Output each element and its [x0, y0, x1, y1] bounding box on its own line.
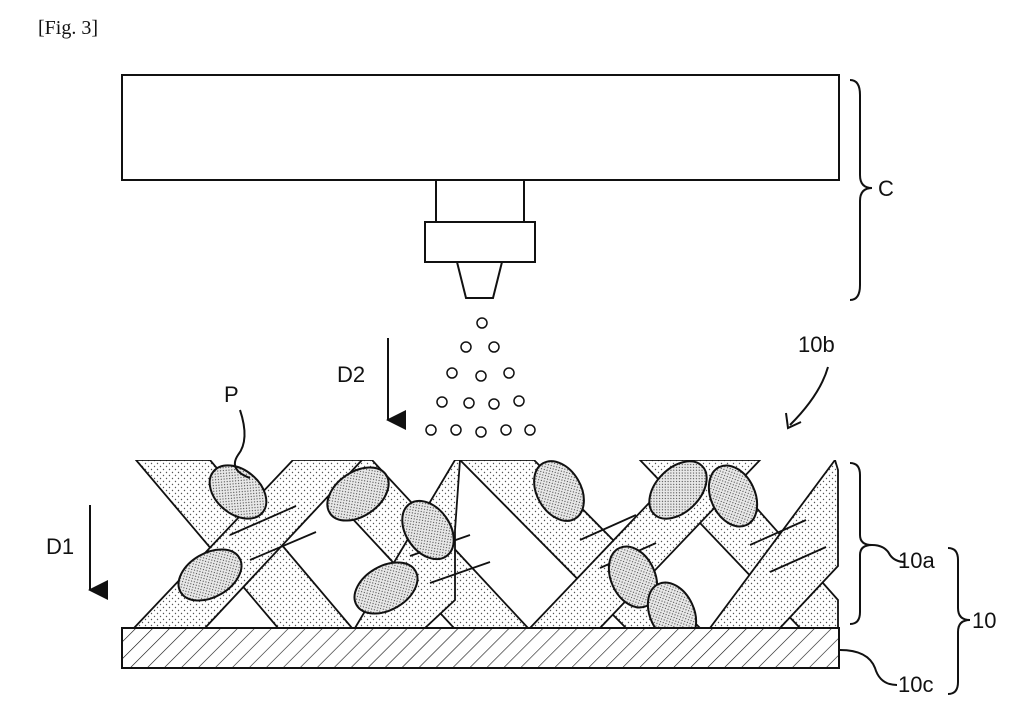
substrate-leader — [840, 650, 897, 685]
particle-label: P — [224, 382, 239, 407]
porous-layer-label: 10a — [898, 548, 935, 573]
substrate-label: 10c — [898, 672, 933, 697]
surface-label: 10b — [798, 332, 835, 357]
brace-stack — [948, 548, 970, 694]
direction-2-label: D2 — [337, 362, 365, 387]
surface-leader — [790, 367, 828, 425]
figure-number: [Fig. 3] — [38, 17, 98, 39]
brace-porous-layer — [850, 463, 872, 624]
stack-label: 10 — [972, 608, 996, 633]
spray-droplets — [426, 318, 535, 437]
substrate — [122, 628, 839, 668]
coater-head — [122, 75, 839, 298]
direction-1-label: D1 — [46, 534, 74, 559]
coater-label: C — [878, 176, 894, 201]
brace-coater — [850, 80, 872, 300]
